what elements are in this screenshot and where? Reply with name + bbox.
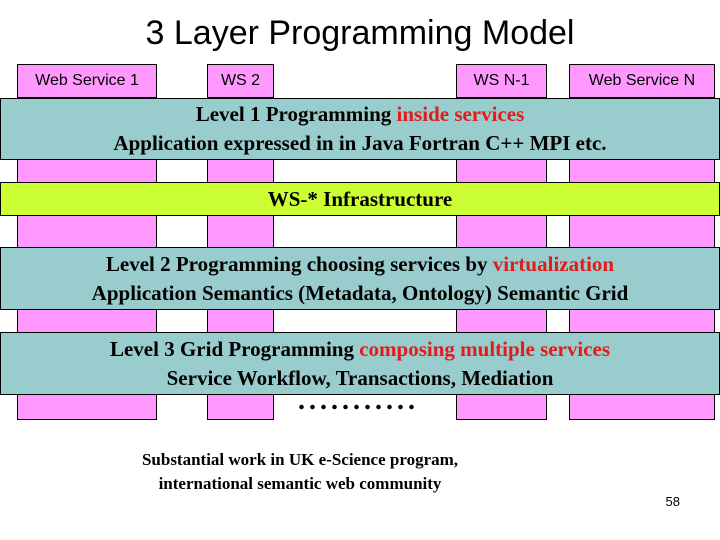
level3-highlight: composing multiple services (359, 336, 611, 361)
service-label-n-1: WS N-1 (456, 64, 547, 98)
slide-title: 3 Layer Programming Model (145, 14, 575, 52)
level2-line2: Application Semantics (Metadata, Ontolog… (91, 280, 629, 305)
level3-line2: Service Workflow, Transactions, Mediatio… (166, 365, 554, 390)
level2-band: Level 2 Programming choosing services by… (0, 247, 720, 310)
service-label-1: Web Service 1 (17, 64, 157, 98)
level3-prefix: Level 3 Grid Programming (109, 336, 360, 361)
level1-highlight: inside services (396, 102, 525, 126)
note-line1: Substantial work in UK e-Science program… (141, 450, 459, 469)
service-label-n: Web Service N (569, 64, 715, 98)
infrastructure-band: WS-* Infrastructure (0, 182, 720, 216)
page-number: 58 (665, 494, 680, 509)
level1-band: Level 1 Programming inside services Appl… (0, 98, 720, 160)
ellipsis-dots (296, 404, 416, 410)
level1-prefix: Level 1 Programming (195, 102, 397, 126)
level3-line1: Level 3 Grid Programming composing multi… (1, 335, 719, 364)
level2-prefix: Level 2 Programming choosing services by (105, 251, 493, 276)
service-label-2: WS 2 (207, 64, 274, 98)
note-text: Substantial work in UK e-Science program… (100, 448, 500, 496)
note-line2: international semantic web community (158, 474, 442, 493)
level1-line1: Level 1 Programming inside services (1, 100, 719, 129)
level3-band: Level 3 Grid Programming composing multi… (0, 332, 720, 395)
level2-highlight: virtualization (492, 251, 615, 276)
level1-line2: Application expressed in in Java Fortran… (113, 131, 607, 155)
level2-line1: Level 2 Programming choosing services by… (1, 250, 719, 279)
